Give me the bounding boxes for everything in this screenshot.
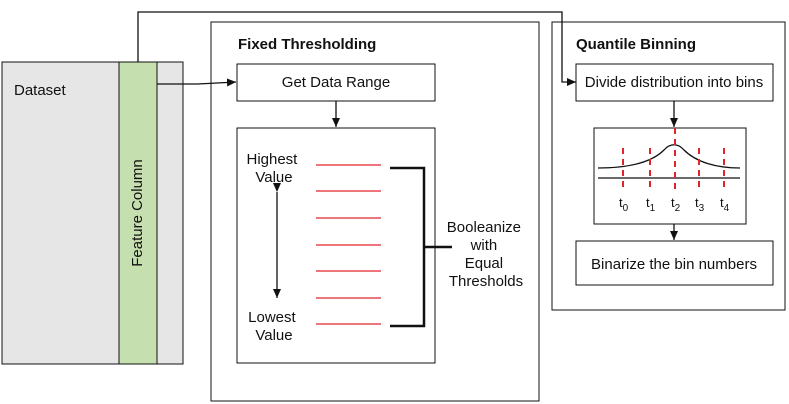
threshold-label-t4: t4 (720, 195, 730, 214)
get-data-range-box (236, 63, 436, 102)
threshold-label-t0: t0 (619, 195, 629, 214)
distribution-box (593, 127, 747, 225)
quantile-threshold-lines (622, 128, 725, 192)
connector-to-data-range (157, 78, 237, 87)
equal-threshold-lines (316, 164, 381, 325)
quantile-binning-panel: Quantile Binning Divide distribution int… (551, 21, 786, 311)
feature-column (118, 61, 158, 365)
divide-bins-box (575, 63, 774, 102)
dataset-block: Dataset Feature Column (1, 61, 184, 365)
distribution-curve (597, 144, 741, 169)
lowest-value-label: Lowest Value (248, 309, 300, 344)
quantile-binning-box (551, 21, 786, 311)
booleanize-label: Booleanize with Equal Thresholds (447, 219, 525, 290)
dataset-label: Dataset (14, 82, 67, 99)
binarize-label: Binarize the bin numbers (591, 256, 757, 273)
divide-bins-label: Divide distribution into bins (585, 74, 763, 91)
feature-column-label: Feature Column (129, 159, 146, 267)
threshold-label-t3: t3 (695, 195, 705, 214)
threshold-label-t1: t1 (646, 195, 656, 214)
quantile-threshold-labels: t0 t1 t2 t3 t4 (619, 195, 730, 214)
binarize-box (575, 240, 774, 286)
fixed-thresholding-box (210, 21, 540, 402)
get-data-range-label: Get Data Range (282, 74, 390, 91)
connector-to-quantile (137, 11, 576, 86)
threshold-label-t2: t2 (671, 195, 681, 214)
fixed-thresholding-title: Fixed Thresholding (238, 36, 376, 53)
thresholds-bracket (390, 166, 452, 328)
fixed-thresholding-panel: Fixed Thresholding Get Data Range Highes… (210, 21, 540, 402)
quantile-binning-title: Quantile Binning (576, 36, 696, 53)
highest-value-label: Highest Value (246, 151, 301, 186)
